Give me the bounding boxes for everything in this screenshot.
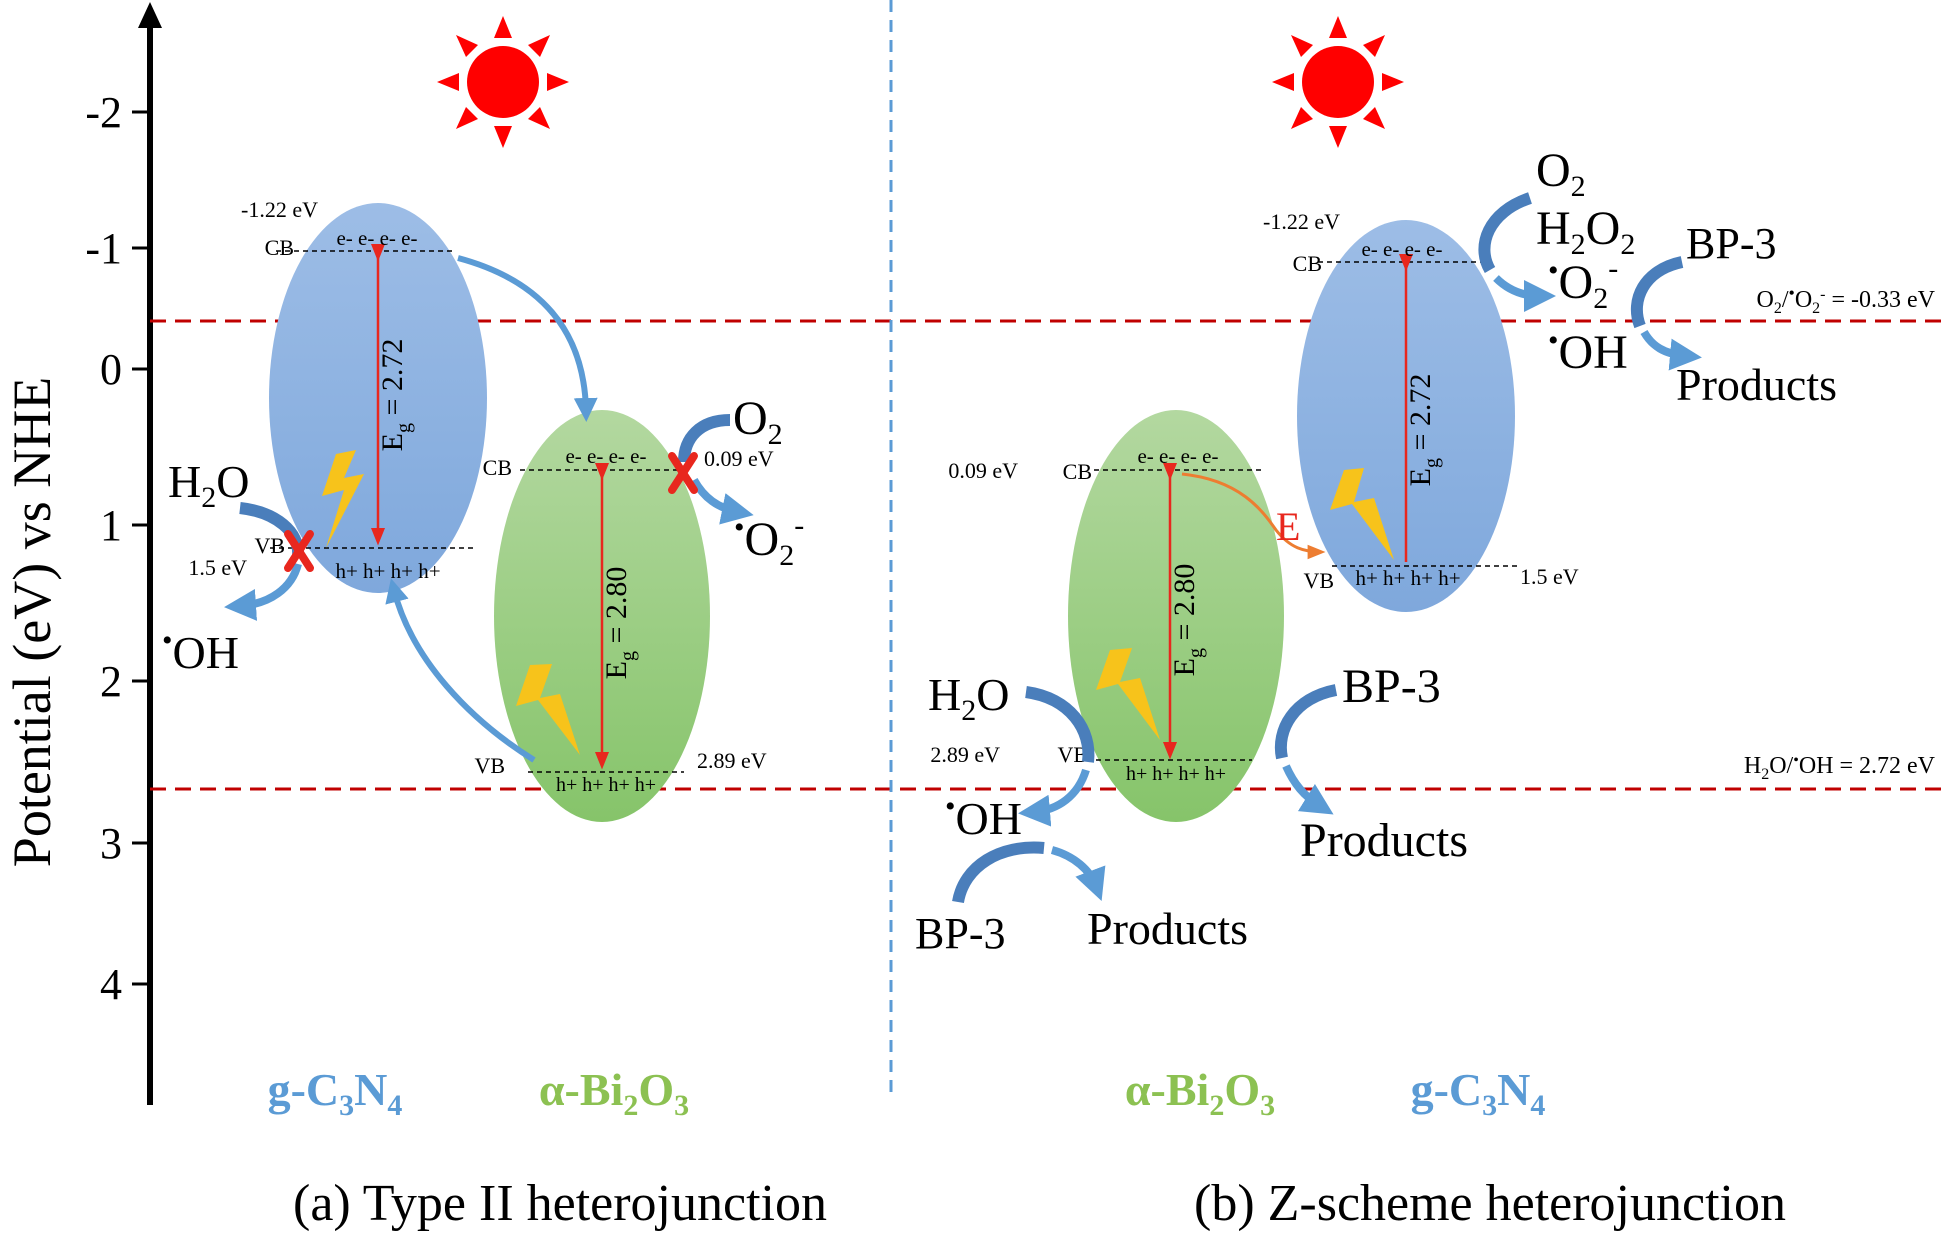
lightning-icon xyxy=(1330,468,1394,560)
potential-axis: -2 -1 0 1 2 3 4 Potential (eV) vs NHE xyxy=(2,2,162,1105)
axis-ticks xyxy=(132,110,150,986)
gcn-holes: h+ h+ h+ h+ xyxy=(335,559,440,583)
gcn-bandgap-label: Eg = 2.72 xyxy=(1404,374,1443,487)
oh-label: •OH xyxy=(945,790,1022,844)
bio-cb-label: CB xyxy=(483,455,512,480)
electron-transfer-arrow xyxy=(457,255,598,422)
hole-transfer-arrow xyxy=(385,578,536,763)
bp3-label: BP-3 xyxy=(1342,660,1441,713)
superoxide-label: •O2- xyxy=(1548,252,1618,315)
field-label: E xyxy=(1276,504,1300,549)
gcn-vb-label: VB xyxy=(254,533,285,558)
bio-cb-label: CB xyxy=(1063,459,1092,484)
gcn-material-name: g-C3N4 xyxy=(1411,1064,1546,1122)
panel-b-caption: (b) Z-scheme heterojunction xyxy=(1194,1175,1786,1232)
gcn-cb-value: -1.22 eV xyxy=(1263,209,1340,234)
panel-a: Eg = 2.72 e- e- e- e- h+ h+ h+ h+ -1.22 … xyxy=(162,16,827,1232)
lightning-icon xyxy=(1096,648,1160,740)
products-label: Products xyxy=(1087,903,1248,954)
h2o-reaction-arrow xyxy=(1024,686,1095,763)
products-label: Products xyxy=(1300,814,1468,867)
gcn-bandgap-label: Eg = 2.72 xyxy=(376,339,415,452)
bio-holes: h+ h+ h+ h+ xyxy=(1126,763,1226,785)
h2o2-label: H2O2 xyxy=(1536,202,1635,261)
axis-tick-label: 3 xyxy=(100,819,122,868)
bio-cb-value: 0.09 eV xyxy=(948,458,1018,483)
bp3-reaction-arrow xyxy=(1630,256,1684,329)
sun-icon xyxy=(437,16,569,148)
lightning-icon xyxy=(322,450,364,548)
gcn-electrons: e- e- e- e- xyxy=(336,226,417,250)
axis-title: Potential (eV) vs NHE xyxy=(2,377,62,867)
bp3-reaction-arrow xyxy=(1274,684,1338,760)
blocked-icon xyxy=(668,452,698,494)
products-reaction-arrow xyxy=(1050,846,1106,901)
zscheme-transfer-arrow xyxy=(1181,472,1326,560)
o2-label: O2 xyxy=(1536,144,1586,203)
axis-tick-label: 2 xyxy=(100,657,122,706)
products-reaction-arrow xyxy=(1640,329,1702,371)
gcn-vb-value: 1.5 eV xyxy=(1520,564,1579,589)
products-reaction-arrow xyxy=(1282,764,1334,815)
bio-electrons: e- e- e- e- xyxy=(1137,444,1218,468)
bp3-label: BP-3 xyxy=(915,909,1005,958)
blocked-icon xyxy=(284,530,314,572)
bio-bandgap-label: Eg = 2.80 xyxy=(1168,564,1207,677)
oh-label: •OH xyxy=(162,624,239,678)
gcn-vb-label: VB xyxy=(1303,568,1334,593)
axis-tick-label: 1 xyxy=(100,501,122,550)
h2o-label: H2O xyxy=(168,456,249,514)
axis-arrowhead xyxy=(138,2,162,28)
gcn-electrons: e- e- e- e- xyxy=(1361,237,1442,261)
bp3-label: BP-3 xyxy=(1686,219,1776,268)
axis-tick-label: -2 xyxy=(85,88,122,137)
superoxide-reaction-arrow xyxy=(690,477,754,525)
oh-reaction-arrow xyxy=(224,562,302,621)
lightning-icon xyxy=(516,664,580,755)
panel-a-caption: (a) Type II heterojunction xyxy=(293,1175,827,1232)
panel-b: Eg = 2.72 e- e- e- e- h+ h+ h+ h+ -1.22 … xyxy=(915,16,1837,1232)
o2-potential-label: O2/•O2- = -0.33 eV xyxy=(1756,283,1935,317)
bio-material-name: α-Bi2O3 xyxy=(539,1064,689,1122)
o2-reaction-arrow xyxy=(1478,192,1533,274)
superoxide-reaction-arrow xyxy=(1493,275,1556,312)
gcn-cb-label: CB xyxy=(1293,251,1322,276)
products-label: Products xyxy=(1676,359,1837,410)
axis-tick-label: 4 xyxy=(100,960,122,1009)
oh-label: •OH xyxy=(1548,324,1628,379)
bio-vb-value: 2.89 eV xyxy=(697,748,767,773)
gcn-cb-value: -1.22 eV xyxy=(241,197,318,222)
bio-cb-value: 0.09 eV xyxy=(704,446,774,471)
bio-vb-value: 2.89 eV xyxy=(930,742,1000,767)
axis-tick-label: 0 xyxy=(100,345,122,394)
bp3-reaction-arrow xyxy=(952,841,1045,904)
h2o-label: H2O xyxy=(928,669,1009,727)
o2-label: O2 xyxy=(733,392,783,451)
axis-tick-label: -1 xyxy=(85,224,122,273)
bio-vb-label: VB xyxy=(474,753,505,778)
bio-holes: h+ h+ h+ h+ xyxy=(556,774,656,796)
oh-reaction-arrow xyxy=(1018,768,1090,827)
gcn-holes: h+ h+ h+ h+ xyxy=(1355,566,1460,590)
gcn-vb-value: 1.5 eV xyxy=(188,555,247,580)
bio-material-name: α-Bi2O3 xyxy=(1125,1064,1275,1122)
h2o-potential-label: H2O/•OH = 2.72 eV xyxy=(1744,752,1936,783)
bio-bandgap-label: Eg = 2.80 xyxy=(600,567,639,680)
superoxide-label: •O2- xyxy=(734,509,804,572)
sun-icon xyxy=(1272,16,1404,148)
gcn-material-name: g-C3N4 xyxy=(268,1064,403,1122)
bio-electrons: e- e- e- e- xyxy=(565,444,646,468)
gcn-cb-label: CB xyxy=(265,235,294,260)
o2-reaction-arrow xyxy=(678,414,731,463)
